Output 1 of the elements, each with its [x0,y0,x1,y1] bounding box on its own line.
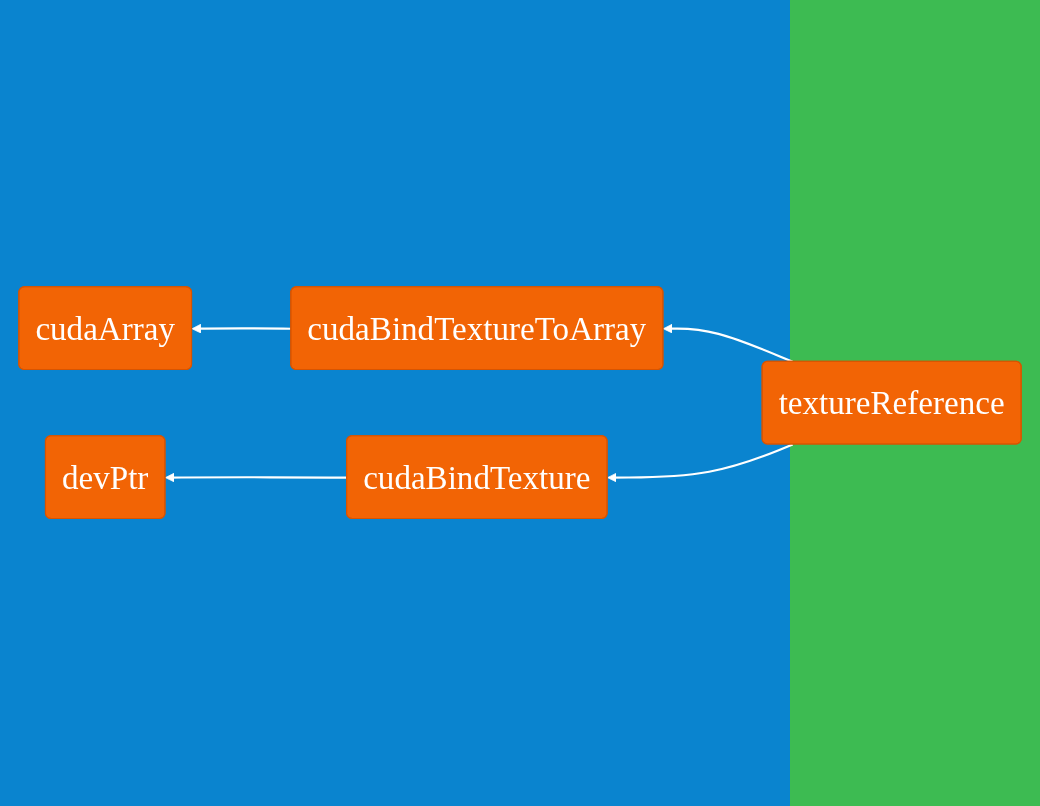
arrow [607,443,794,483]
